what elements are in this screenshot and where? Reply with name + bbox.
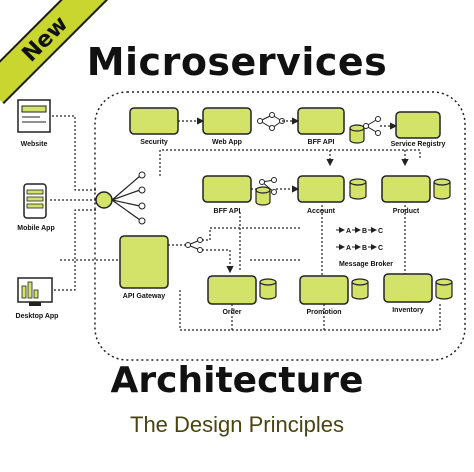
label-account: Account bbox=[307, 208, 336, 215]
service-account bbox=[297, 175, 345, 203]
mobile-icon bbox=[23, 183, 47, 219]
broker-c2: C bbox=[378, 245, 383, 252]
label-registry: Service Registry bbox=[391, 141, 446, 148]
broker-a2: A bbox=[346, 245, 351, 252]
service-order bbox=[207, 275, 257, 305]
broker-c1: C bbox=[378, 228, 383, 235]
label-bffapi-mid: BFF API bbox=[214, 208, 241, 215]
client-desktop-label: Desktop App bbox=[16, 313, 59, 320]
client-website-label: Website bbox=[21, 141, 48, 148]
database-icons bbox=[255, 124, 453, 300]
service-registry bbox=[395, 111, 441, 139]
service-bffapi-top bbox=[297, 107, 345, 135]
client-mobile-label: Mobile App bbox=[17, 225, 54, 232]
label-promotion: Promotion bbox=[307, 309, 342, 316]
service-promotion bbox=[299, 275, 349, 305]
broker-b2: B bbox=[362, 245, 367, 252]
service-security bbox=[129, 107, 179, 135]
subtitle: Architecture bbox=[110, 360, 364, 401]
label-bffapi-top: BFF API bbox=[308, 139, 335, 146]
service-inventory bbox=[383, 273, 433, 303]
tagline: The Design Principles bbox=[130, 412, 344, 437]
desktop-icon bbox=[17, 277, 53, 306]
label-inventory: Inventory bbox=[392, 307, 424, 314]
label-product: Product bbox=[393, 208, 420, 215]
title: Microservices bbox=[86, 40, 388, 84]
label-order: Order bbox=[222, 309, 241, 316]
service-product bbox=[381, 175, 431, 203]
service-bffapi-mid bbox=[202, 175, 252, 203]
broker-a1: A bbox=[346, 228, 351, 235]
load-balancer-node bbox=[95, 191, 113, 209]
service-gateway bbox=[119, 235, 169, 289]
website-icon bbox=[17, 99, 51, 133]
broker-label: Message Broker bbox=[339, 261, 393, 268]
label-security: Security bbox=[140, 139, 168, 146]
label-webapp: Web App bbox=[212, 139, 242, 146]
label-gateway: API Gateway bbox=[123, 293, 166, 300]
service-webapp bbox=[202, 107, 252, 135]
broker-b1: B bbox=[362, 228, 367, 235]
message-broker: A B C A B C Message Broker bbox=[336, 227, 393, 268]
